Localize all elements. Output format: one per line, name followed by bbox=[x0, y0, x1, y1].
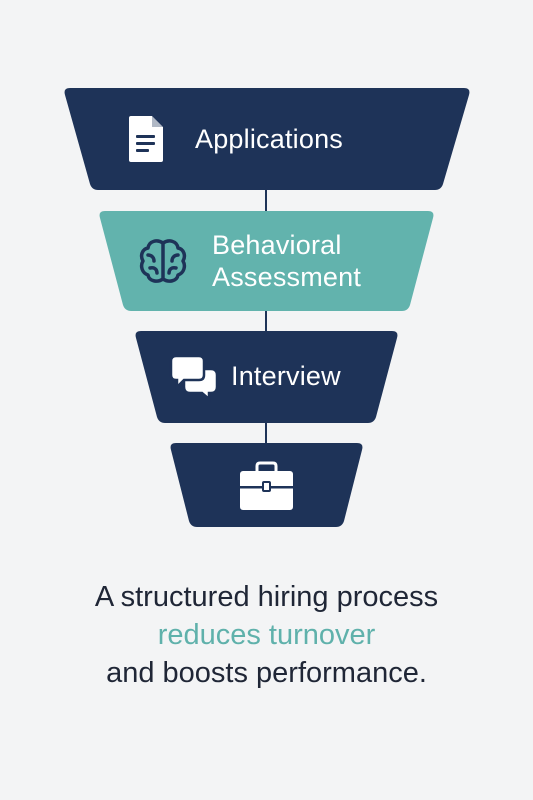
funnel-stage-behavioral-assessment: Behavioral Assessment bbox=[99, 211, 434, 311]
caption-line-1: A structured hiring process bbox=[94, 581, 439, 613]
stage-label-interview: Interview bbox=[231, 361, 341, 391]
hiring-funnel-diagram: Applications Behavioral Assessment bbox=[64, 88, 470, 527]
stage-shape-interview bbox=[135, 331, 398, 423]
chat-bubbles-icon bbox=[169, 354, 219, 402]
caption-line-3: and boosts performance. bbox=[106, 657, 427, 689]
caption-line-2-highlight: reduces turnover bbox=[157, 619, 376, 651]
funnel-stage-applications: Applications bbox=[64, 88, 470, 190]
briefcase-icon bbox=[240, 461, 293, 510]
stage-shape-behavioral-assessment bbox=[99, 211, 434, 311]
stage-label-assessment: Assessment bbox=[212, 262, 361, 292]
stage-label-behavioral: Behavioral bbox=[212, 230, 342, 260]
stage-shape-applications bbox=[64, 88, 470, 190]
brain-icon bbox=[139, 239, 187, 283]
funnel-stage-hire bbox=[170, 443, 363, 527]
caption: A structured hiring process reduces turn… bbox=[0, 578, 533, 692]
document-icon bbox=[129, 116, 163, 162]
stage-label-applications: Applications bbox=[195, 124, 343, 154]
funnel-stage-interview: Interview bbox=[135, 331, 398, 423]
